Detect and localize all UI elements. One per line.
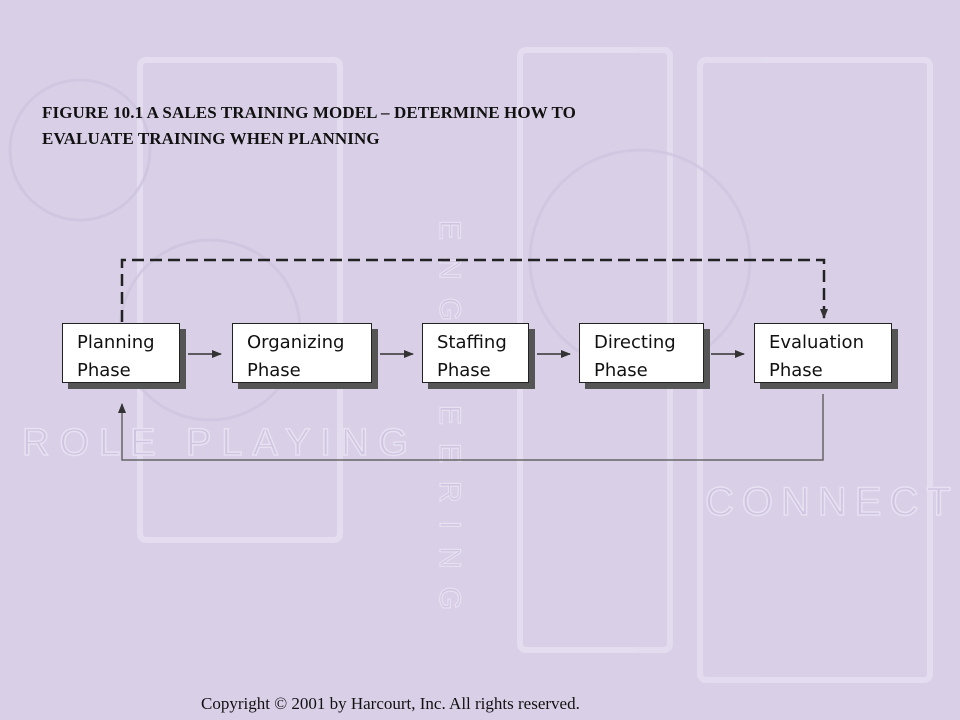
directing-phase-box: Directing Phase: [579, 323, 704, 383]
dashed-planning-to-evaluation-line: [120, 258, 828, 322]
figure-title: FIGURE 10.1 A SALES TRAINING MODEL – DET…: [42, 100, 722, 152]
organizing-phase-box: Organizing Phase: [232, 323, 372, 383]
directing-phase-label-1: Directing: [594, 332, 676, 353]
evaluation-phase-label-2: Phase: [769, 360, 823, 381]
staffing-phase-label-2: Phase: [437, 360, 491, 381]
background-word-middle: ENGINEERING: [433, 220, 466, 628]
background-word-right: CONNECTING: [705, 480, 960, 524]
evaluation-phase-box: Evaluation Phase: [754, 323, 892, 383]
feedback-evaluation-to-planning-line: [118, 394, 824, 461]
figure-title-line-2: EVALUATE TRAINING WHEN PLANNING: [42, 129, 380, 148]
figure-title-line-1: FIGURE 10.1 A SALES TRAINING MODEL – DET…: [42, 103, 576, 122]
planning-phase-label-2: Phase: [77, 360, 131, 381]
background-word-left: ROLE PLAYING: [22, 422, 418, 464]
directing-phase-label-2: Phase: [594, 360, 648, 381]
planning-phase-box: Planning Phase: [62, 323, 180, 383]
staffing-phase-label-1: Staffing: [437, 332, 507, 353]
staffing-phase-box: Staffing Phase: [422, 323, 529, 383]
evaluation-phase-label-1: Evaluation: [769, 332, 864, 353]
copyright-notice: Copyright © 2001 by Harcourt, Inc. All r…: [201, 694, 580, 713]
organizing-phase-label-2: Phase: [247, 360, 301, 381]
planning-phase-label-1: Planning: [77, 332, 155, 353]
organizing-phase-label-1: Organizing: [247, 332, 345, 353]
